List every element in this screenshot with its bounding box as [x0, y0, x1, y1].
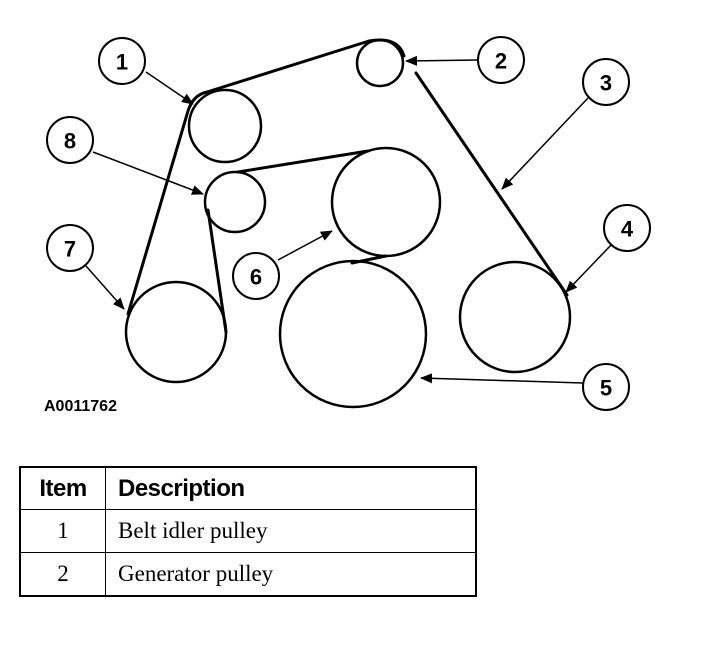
drive-belt: [126, 38, 569, 334]
legend-header-description: Description: [105, 466, 477, 510]
callout-1-bubble: [98, 37, 146, 85]
callout-4-bubble: [603, 204, 651, 252]
pulley-4: [458, 260, 572, 374]
callout-5-bubble: [582, 363, 630, 411]
leader-1: [145, 71, 194, 105]
callout-2-bubble: [477, 36, 525, 84]
belt-routing-diagram: 1 2 3 4 5 6 7 8 A0011762: [44, 36, 651, 415]
callout-7-bubble: [46, 224, 94, 272]
leader-5: [420, 373, 584, 384]
legend-item-number: 2: [19, 552, 106, 597]
leader-6: [277, 230, 333, 261]
legend-table: Item Description 1 Belt idler pulley 2 G…: [19, 466, 477, 597]
callout-5-label: 5: [600, 376, 612, 401]
legend-header-row: Item Description: [19, 466, 477, 510]
callout-2-label: 2: [495, 49, 507, 74]
callout-8-bubble: [46, 116, 94, 164]
callout-1-label: 1: [116, 50, 128, 75]
legend-item-description: Belt idler pulley: [105, 509, 477, 553]
callout-6-label: 6: [250, 265, 262, 290]
leader-8: [92, 151, 204, 195]
pulley-2: [355, 38, 405, 88]
callout-6-bubble: [232, 252, 280, 300]
leader-2: [405, 55, 479, 66]
pulley-7: [124, 280, 228, 384]
callout-4-label: 4: [621, 217, 634, 242]
pulley-6: [330, 146, 442, 258]
table-row: 1 Belt idler pulley: [19, 509, 477, 553]
callout-3-bubble: [582, 58, 630, 106]
table-row: 2 Generator pulley: [19, 552, 477, 597]
leader-3: [501, 97, 589, 190]
callout-8-label: 8: [64, 129, 76, 154]
legend-item-number: 1: [19, 509, 106, 553]
figure-id: A0011762: [44, 398, 117, 415]
legend-item-description: Generator pulley: [105, 552, 477, 597]
legend-header-item: Item: [19, 466, 106, 510]
callout-7-label: 7: [64, 237, 76, 262]
pulley-5: [278, 259, 428, 409]
pulley-8: [203, 170, 267, 234]
callout-3-label: 3: [600, 71, 612, 96]
leader-7: [85, 265, 125, 310]
pulley-1: [187, 88, 263, 164]
leader-4: [565, 243, 613, 293]
